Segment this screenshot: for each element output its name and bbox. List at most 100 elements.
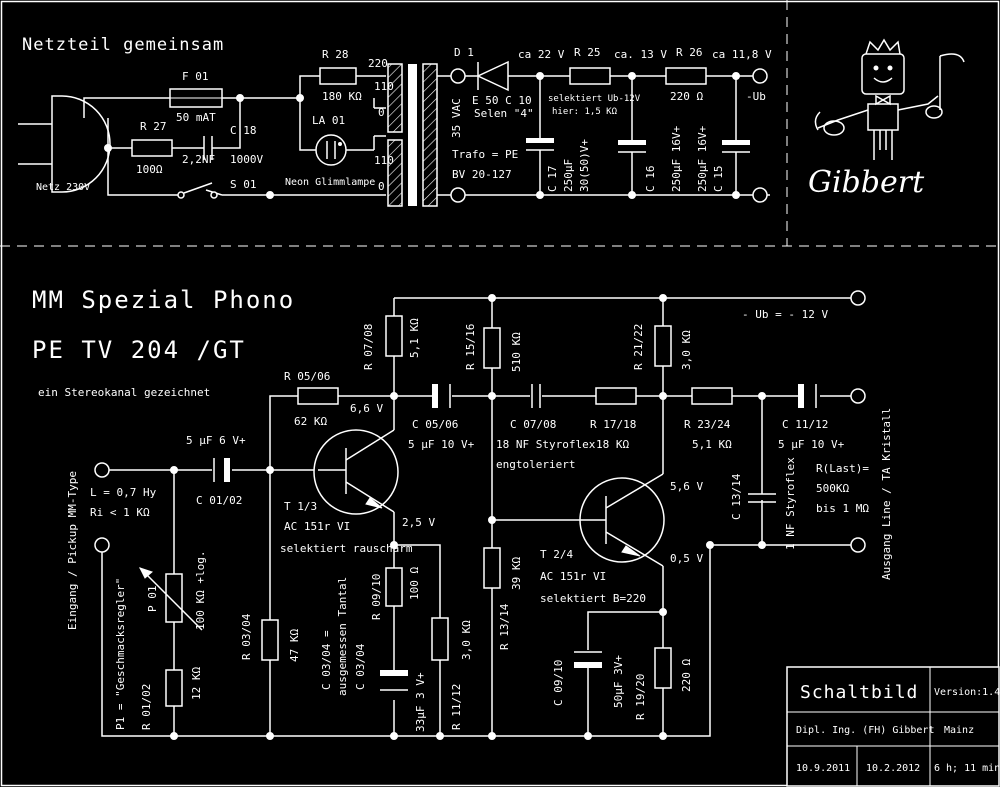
- r0910-name: R 09/10: [370, 574, 383, 620]
- output-terminal-gnd: [850, 537, 866, 553]
- pickup-ri: Ri < 1 KΩ: [90, 506, 150, 519]
- potentiometer-p01: [139, 470, 203, 670]
- tb-author: Dipl. Ing. (FH) Gibbert: [796, 725, 934, 736]
- r2324-value: 5,1 KΩ: [692, 438, 732, 451]
- rlast-2: 500KΩ: [816, 482, 849, 495]
- tb-date2: 10.2.2012: [866, 763, 920, 774]
- capacitor-c0506: [432, 384, 451, 408]
- output-label: Ausgang Line / TA Kristall: [880, 408, 893, 580]
- capacitor-c1314: [748, 493, 776, 503]
- capacitor-c16: [618, 76, 646, 195]
- tb-date1: 10.9.2011: [796, 763, 850, 774]
- c0102-name: C 01/02: [196, 494, 242, 507]
- resistor-r1516: [483, 327, 501, 369]
- c0304-value: 33µF 3 V+: [414, 672, 427, 732]
- output-terminal-hot: [850, 388, 866, 404]
- r1920-name: R 19/20: [634, 674, 647, 720]
- gnd-terminal: [752, 187, 768, 203]
- transistor-t24: [579, 473, 665, 567]
- d1-name: D 1: [454, 46, 474, 59]
- sel-line2: hier: 1,5 KΩ: [552, 107, 618, 117]
- capacitor-c0910: [574, 651, 602, 668]
- c16-name: C 16: [644, 166, 657, 193]
- t13-name: T 1/3: [284, 500, 317, 513]
- d1-type2: Selen "4": [474, 107, 534, 120]
- tap-220: 220: [368, 57, 388, 70]
- resistor-r1314: [483, 547, 501, 589]
- f01-value: 50 mAT: [176, 111, 216, 124]
- tb-version: Version:1.4: [934, 687, 1000, 698]
- tap-110b: 110: [374, 154, 394, 167]
- c1314-value: 1 NF Styroflex: [784, 457, 797, 550]
- input-label: Eingang / Pickup MM-Type: [66, 471, 79, 630]
- trafo-line2: BV 20-127: [452, 168, 512, 181]
- t24-type: AC 151r VI: [540, 570, 606, 583]
- transistor-t13: [313, 429, 399, 515]
- c0708-note: engtoleriert: [496, 458, 575, 471]
- logo-gibbert: Gibbert: [808, 38, 965, 200]
- robot-doodle-icon: [814, 38, 965, 160]
- r0102-value: 12 KΩ: [190, 667, 203, 700]
- r1516-name: R 15/16: [464, 324, 477, 370]
- d1-type: E 50 C 10: [472, 94, 532, 107]
- input-terminal-hot: [94, 462, 110, 478]
- resistor-r0506: [297, 387, 339, 405]
- c15-name: C 15: [712, 166, 725, 193]
- capacitor-c0304: [380, 670, 408, 691]
- v-118: ca 11,8 V: [712, 48, 772, 61]
- c17-voltage: 30(50)V+: [578, 139, 591, 192]
- c15-value: 250µF 16V+: [696, 125, 709, 192]
- c0910-value: 50µF 3V+: [612, 655, 625, 708]
- c0910-name: C 09/10: [552, 660, 565, 706]
- r0304-name: R 03/04: [240, 613, 253, 660]
- ub-label: -Ub: [746, 90, 766, 103]
- resistor-r28: [319, 67, 357, 85]
- resistor-r0304: [261, 619, 279, 661]
- capacitor-c0708: [531, 384, 541, 408]
- r26-name: R 26: [676, 46, 703, 59]
- r1112-name: R 11/12: [450, 684, 463, 730]
- power-supply-section: Netzteil gemeinsam Netz 230V F 01 50 mAT…: [18, 35, 772, 207]
- r26-value: 220 Ω: [670, 90, 703, 103]
- rlast-1: R(Last)=: [816, 462, 869, 475]
- neon-label: Neon Glimmlampe: [285, 177, 375, 188]
- r27-name: R 27: [140, 120, 167, 133]
- c18-name: C 18: [230, 124, 257, 137]
- c0708-name: C 07/08: [510, 418, 556, 431]
- neon-lamp-la01: [315, 134, 347, 166]
- amp-title: MM Spezial Phono: [32, 286, 295, 314]
- mains-plug-icon: [18, 95, 111, 193]
- resistor-r1920: [654, 647, 672, 689]
- tb-duration: 6 h; 11 min: [934, 763, 1000, 774]
- p01-value: 100 KΩ +log.: [194, 551, 207, 630]
- capacitor-c17: [526, 76, 554, 195]
- r1718-value: 18 KΩ: [596, 438, 629, 451]
- c1112-value: 5 µF 10 V+: [778, 438, 845, 451]
- rlast-3: bis 1 MΩ: [816, 502, 869, 515]
- v-05: 0,5 V: [670, 552, 703, 565]
- ub-rail-terminal: [850, 290, 866, 306]
- r0102-name: R 01/02: [140, 684, 153, 730]
- c0708-value: 18 NF Styroflex: [496, 438, 596, 451]
- ub-rail-label: - Ub = - 12 V: [742, 308, 828, 321]
- t13-sel: selektiert rauscharm: [280, 542, 413, 555]
- tap-0b: 0: [378, 180, 385, 193]
- resistor-r25: [569, 67, 611, 85]
- t24-name: T 2/4: [540, 548, 573, 561]
- resistor-r26: [665, 67, 707, 85]
- psu-title: Netzteil gemeinsam: [22, 35, 224, 55]
- v-25: 2,5 V: [402, 516, 435, 529]
- trafo-line1: Trafo = PE: [452, 148, 518, 161]
- r0708-name: R 07/08: [362, 324, 375, 370]
- resistor-r0708: [385, 315, 403, 357]
- c17-name: C 17: [546, 166, 559, 193]
- resistor-r1718: [595, 387, 637, 405]
- resistor-r27: [131, 139, 173, 157]
- title-block: Schaltbild Version:1.4 Dipl. Ing. (FH) G…: [786, 666, 1000, 787]
- plug-label: Netz 230V: [36, 182, 90, 193]
- capacitor-c0102: [213, 458, 230, 482]
- tap-0a: 0: [378, 106, 385, 119]
- r2324-name: R 23/24: [684, 418, 731, 431]
